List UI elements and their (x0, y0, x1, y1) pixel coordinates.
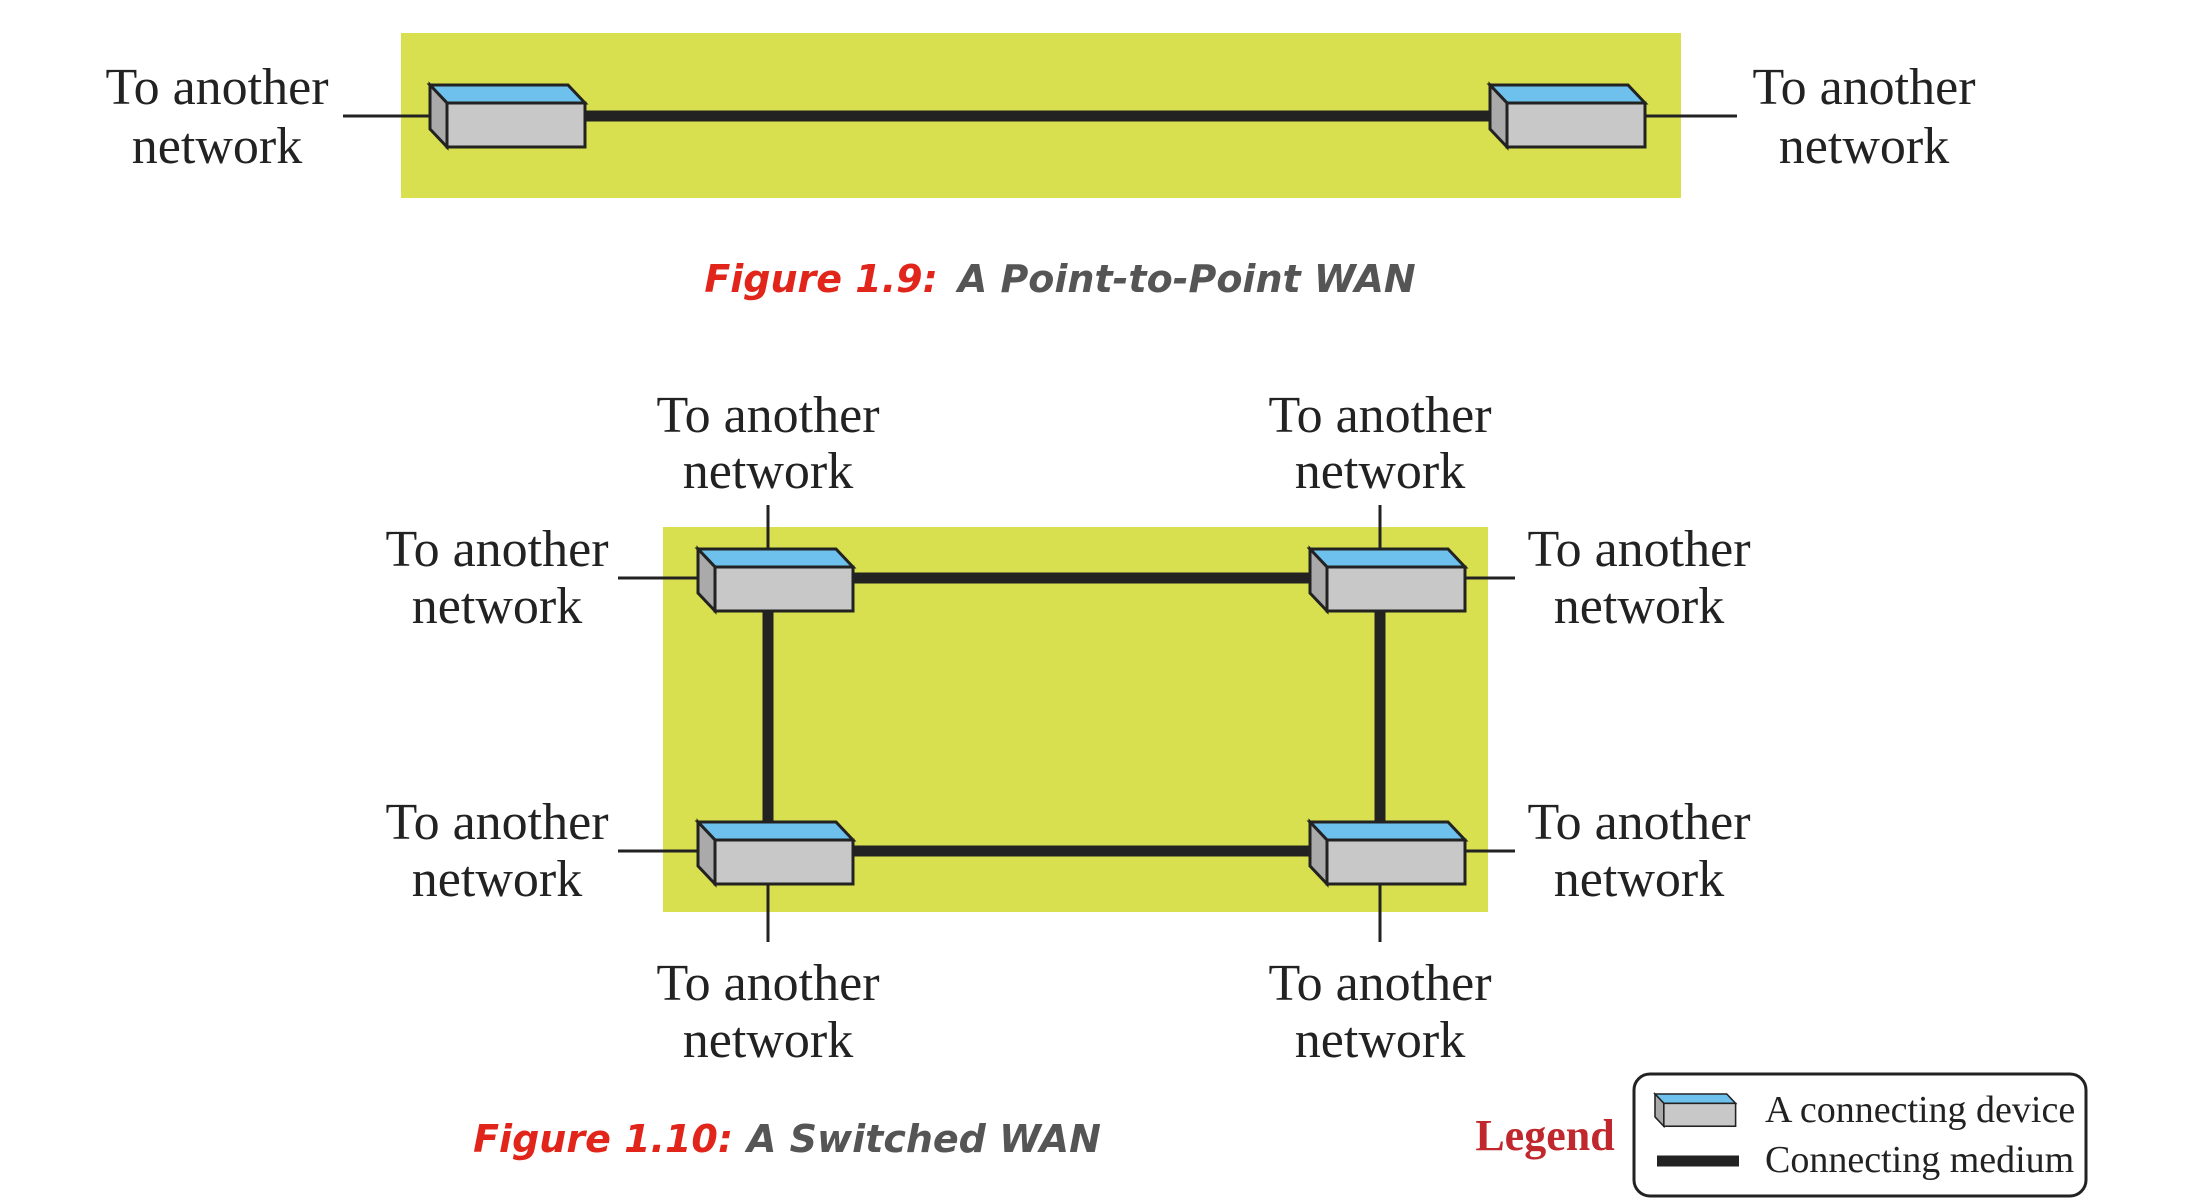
connecting-device-icon (428, 83, 587, 149)
network-label: To another (385, 521, 608, 578)
caption-number: Figure 1.9: (704, 257, 938, 301)
network-label: To another (385, 794, 608, 851)
network-label: To another (105, 59, 328, 116)
figure-switched-wan: To another network To another network To… (385, 387, 1750, 1161)
network-label: To another (1268, 387, 1491, 444)
network-label: network (1779, 118, 1949, 175)
legend-title: Legend (1475, 1111, 1614, 1160)
connecting-device-icon (1308, 820, 1467, 886)
network-label: To another (656, 387, 879, 444)
figure-point-to-point: To another network To another network Fi… (105, 33, 1976, 301)
network-label: To another (1527, 794, 1750, 851)
caption-text: A Switched WAN (744, 1117, 1101, 1161)
network-label: To another (1268, 955, 1491, 1012)
network-label: network (1554, 578, 1724, 635)
caption-text: A Point-to-Point WAN (955, 257, 1416, 301)
connecting-device-icon (696, 547, 855, 613)
network-label: network (683, 1012, 853, 1069)
connecting-device-icon (1488, 83, 1647, 149)
figure-caption: Figure 1.10:A Switched WAN (473, 1117, 1101, 1161)
legend: Legend A connecting device Connecting me… (1475, 1072, 2088, 1198)
figure-caption: Figure 1.9: A Point-to-Point WAN (704, 257, 1415, 301)
network-label: network (132, 118, 302, 175)
legend-box (1632, 1072, 2088, 1198)
network-label: network (1554, 851, 1724, 908)
network-label: network (1295, 1012, 1465, 1069)
connecting-device-icon (1654, 1093, 1737, 1128)
network-label: network (683, 443, 853, 500)
network-label: To another (656, 955, 879, 1012)
network-label: network (1295, 443, 1465, 500)
legend-medium-label: Connecting medium (1765, 1139, 2074, 1181)
connecting-device-icon (696, 820, 855, 886)
legend-device-label: A connecting device (1765, 1089, 2075, 1131)
network-label: network (412, 578, 582, 635)
network-label: To another (1527, 521, 1750, 578)
network-label: network (412, 851, 582, 908)
connecting-device-icon (1308, 547, 1467, 613)
network-label: To another (1752, 59, 1975, 116)
caption-number: Figure 1.10: (473, 1117, 733, 1161)
